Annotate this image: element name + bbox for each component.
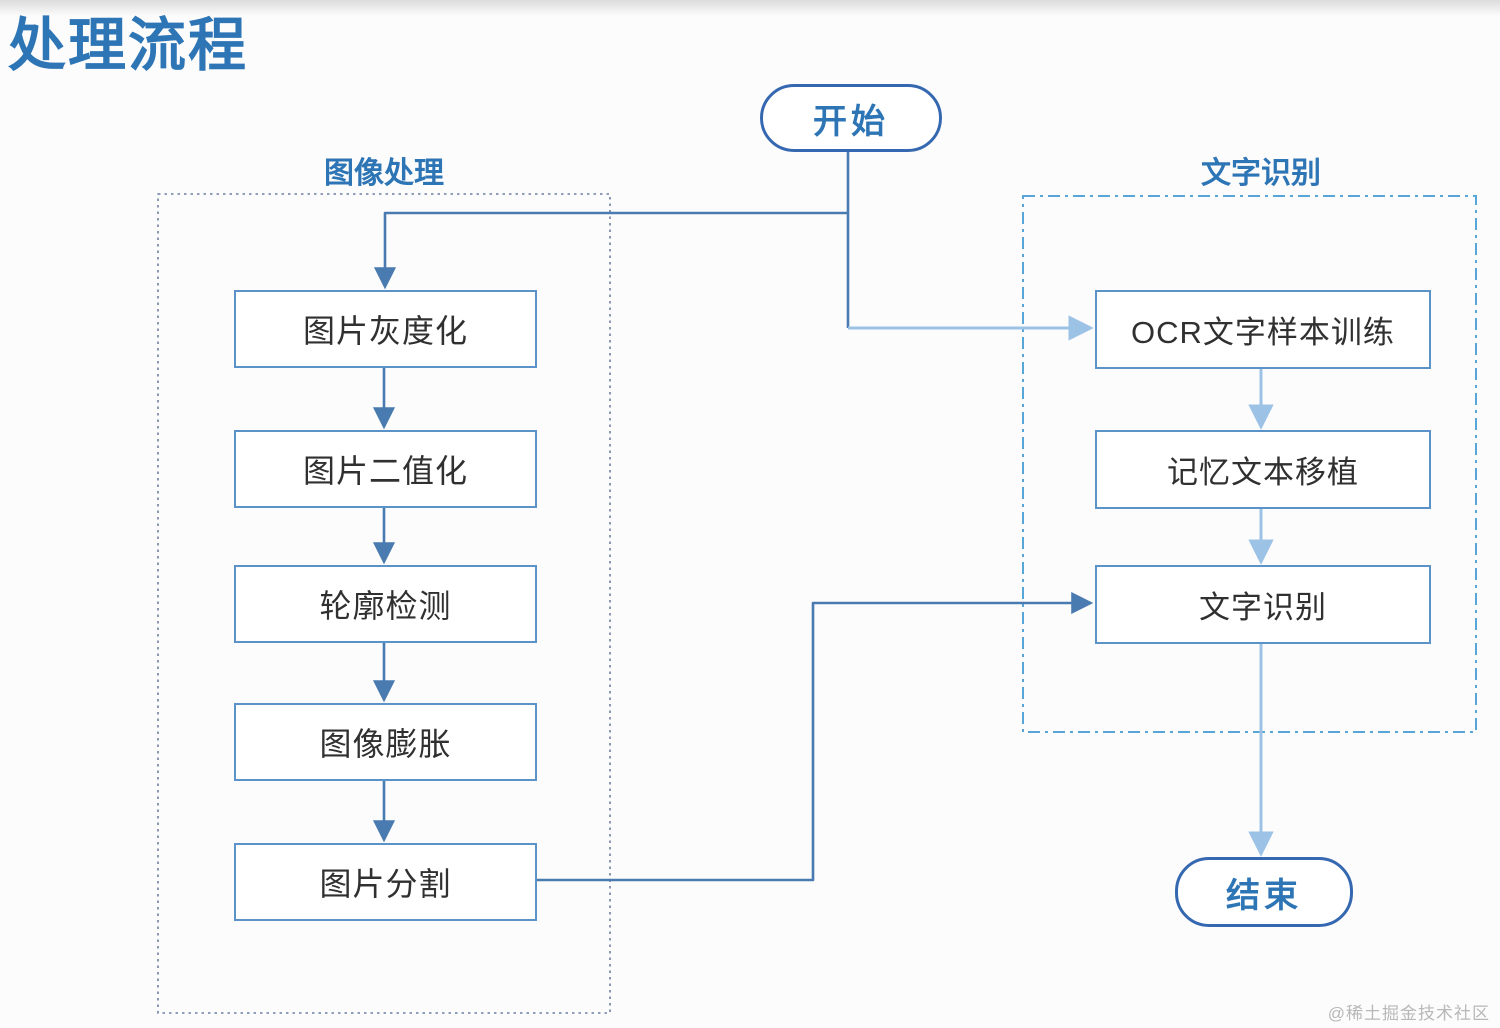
node-label: 图片灰度化 bbox=[302, 313, 468, 349]
page-title: 处理流程 bbox=[8, 13, 249, 78]
start-node: 开始 bbox=[760, 84, 942, 152]
region-text-recognition bbox=[1022, 195, 1477, 733]
start-node-label: 开始 bbox=[813, 102, 889, 141]
node-image-dilation: 图像膨胀 bbox=[234, 703, 537, 781]
node-label: 图片二值化 bbox=[302, 453, 468, 489]
node-contour-detection: 轮廓检测 bbox=[234, 565, 537, 643]
connector-segmentation-to-recognition bbox=[533, 591, 1094, 882]
node-image-segmentation: 图片分割 bbox=[234, 843, 537, 921]
region-image-processing bbox=[157, 193, 611, 1014]
node-label: 图像膨胀 bbox=[319, 726, 452, 762]
node-label: OCR文字样本训练 bbox=[1131, 315, 1395, 350]
connector-start-to-grayscale bbox=[373, 211, 848, 290]
node-label: 图片分割 bbox=[319, 866, 452, 902]
node-label: 记忆文本移植 bbox=[1167, 455, 1359, 490]
node-label: 轮廓检测 bbox=[319, 588, 452, 624]
node-image-grayscale: 图片灰度化 bbox=[234, 290, 537, 368]
end-node: 结束 bbox=[1175, 857, 1353, 927]
node-label: 文字识别 bbox=[1199, 590, 1327, 625]
watermark: @稀土掘金技术社区 bbox=[1327, 1004, 1490, 1023]
node-image-binarization: 图片二值化 bbox=[234, 430, 537, 508]
end-node-label: 结束 bbox=[1226, 876, 1302, 915]
node-ocr-sample-training: OCR文字样本训练 bbox=[1095, 290, 1431, 369]
top-edge-shade bbox=[0, 0, 1500, 16]
section-label-image-processing: 图像处理 bbox=[324, 157, 444, 190]
section-label-text-recognition: 文字识别 bbox=[1201, 157, 1321, 190]
node-text-recognition: 文字识别 bbox=[1095, 565, 1431, 644]
node-memory-text-transplant: 记忆文本移植 bbox=[1095, 430, 1431, 509]
